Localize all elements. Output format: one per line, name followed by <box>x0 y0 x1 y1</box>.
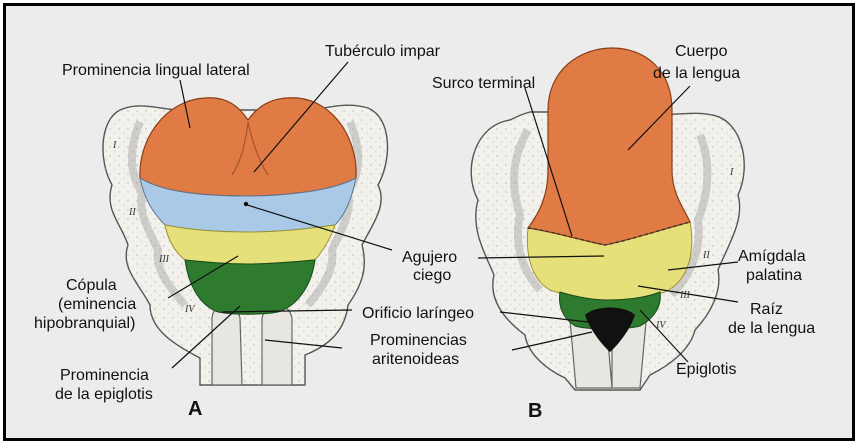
label-aritenoideas: aritenoideas <box>372 351 459 368</box>
arch-numeral-b-4: IV <box>655 320 667 331</box>
panel-label-a: A <box>188 398 202 420</box>
label-palatina: palatina <box>746 267 802 284</box>
panel-a <box>102 97 389 386</box>
label-copula: Cópula <box>66 277 117 294</box>
label-surco-terminal: Surco terminal <box>432 75 535 92</box>
arch-numeral-b-2: II <box>702 250 710 261</box>
label-ciego: ciego <box>413 267 451 284</box>
label-de-la-lengua-raiz: de la lengua <box>728 320 815 337</box>
panel-b <box>470 47 745 391</box>
label-epiglotis: Epiglotis <box>676 361 736 378</box>
arch-numeral-a-1: I <box>112 140 117 151</box>
label-de-la-lengua: de la lengua <box>653 65 740 82</box>
arch-numeral-b-3: III <box>679 290 691 301</box>
label-amigdala: Amígdala <box>738 248 806 265</box>
label-hipobranquial: hipobranquial) <box>34 315 135 332</box>
labels: Prominencia lingual lateral Tubérculo im… <box>34 43 815 422</box>
epiglottal-swelling-a <box>184 259 316 315</box>
label-de-la-epiglotis: de la epiglotis <box>55 386 153 403</box>
leader-lines <box>167 61 739 369</box>
arch-numeral-b-1: I <box>729 167 734 178</box>
arch-numeral-a-2: II <box>128 207 136 218</box>
label-raiz: Raíz <box>750 301 783 318</box>
arch-numerals: I II III IV I II III IV <box>112 140 734 331</box>
laryngeal-orifice-b <box>585 307 635 352</box>
arch-numeral-a-3: III <box>158 254 170 265</box>
label-eminencia: (eminencia <box>58 296 136 313</box>
label-prominencia-lingual-lateral: Prominencia lingual lateral <box>62 62 250 79</box>
label-prominencia: Prominencia <box>60 367 149 384</box>
label-tuberculo-impar: Tubérculo impar <box>325 43 441 60</box>
arch-numeral-a-4: IV <box>184 304 196 315</box>
panel-label-b: B <box>528 400 542 422</box>
label-cuerpo: Cuerpo <box>675 43 728 60</box>
label-orificio-laringeo: Orificio laríngeo <box>362 305 474 322</box>
label-agujero: Agujero <box>402 249 457 266</box>
label-prominencias: Prominencias <box>370 332 467 349</box>
